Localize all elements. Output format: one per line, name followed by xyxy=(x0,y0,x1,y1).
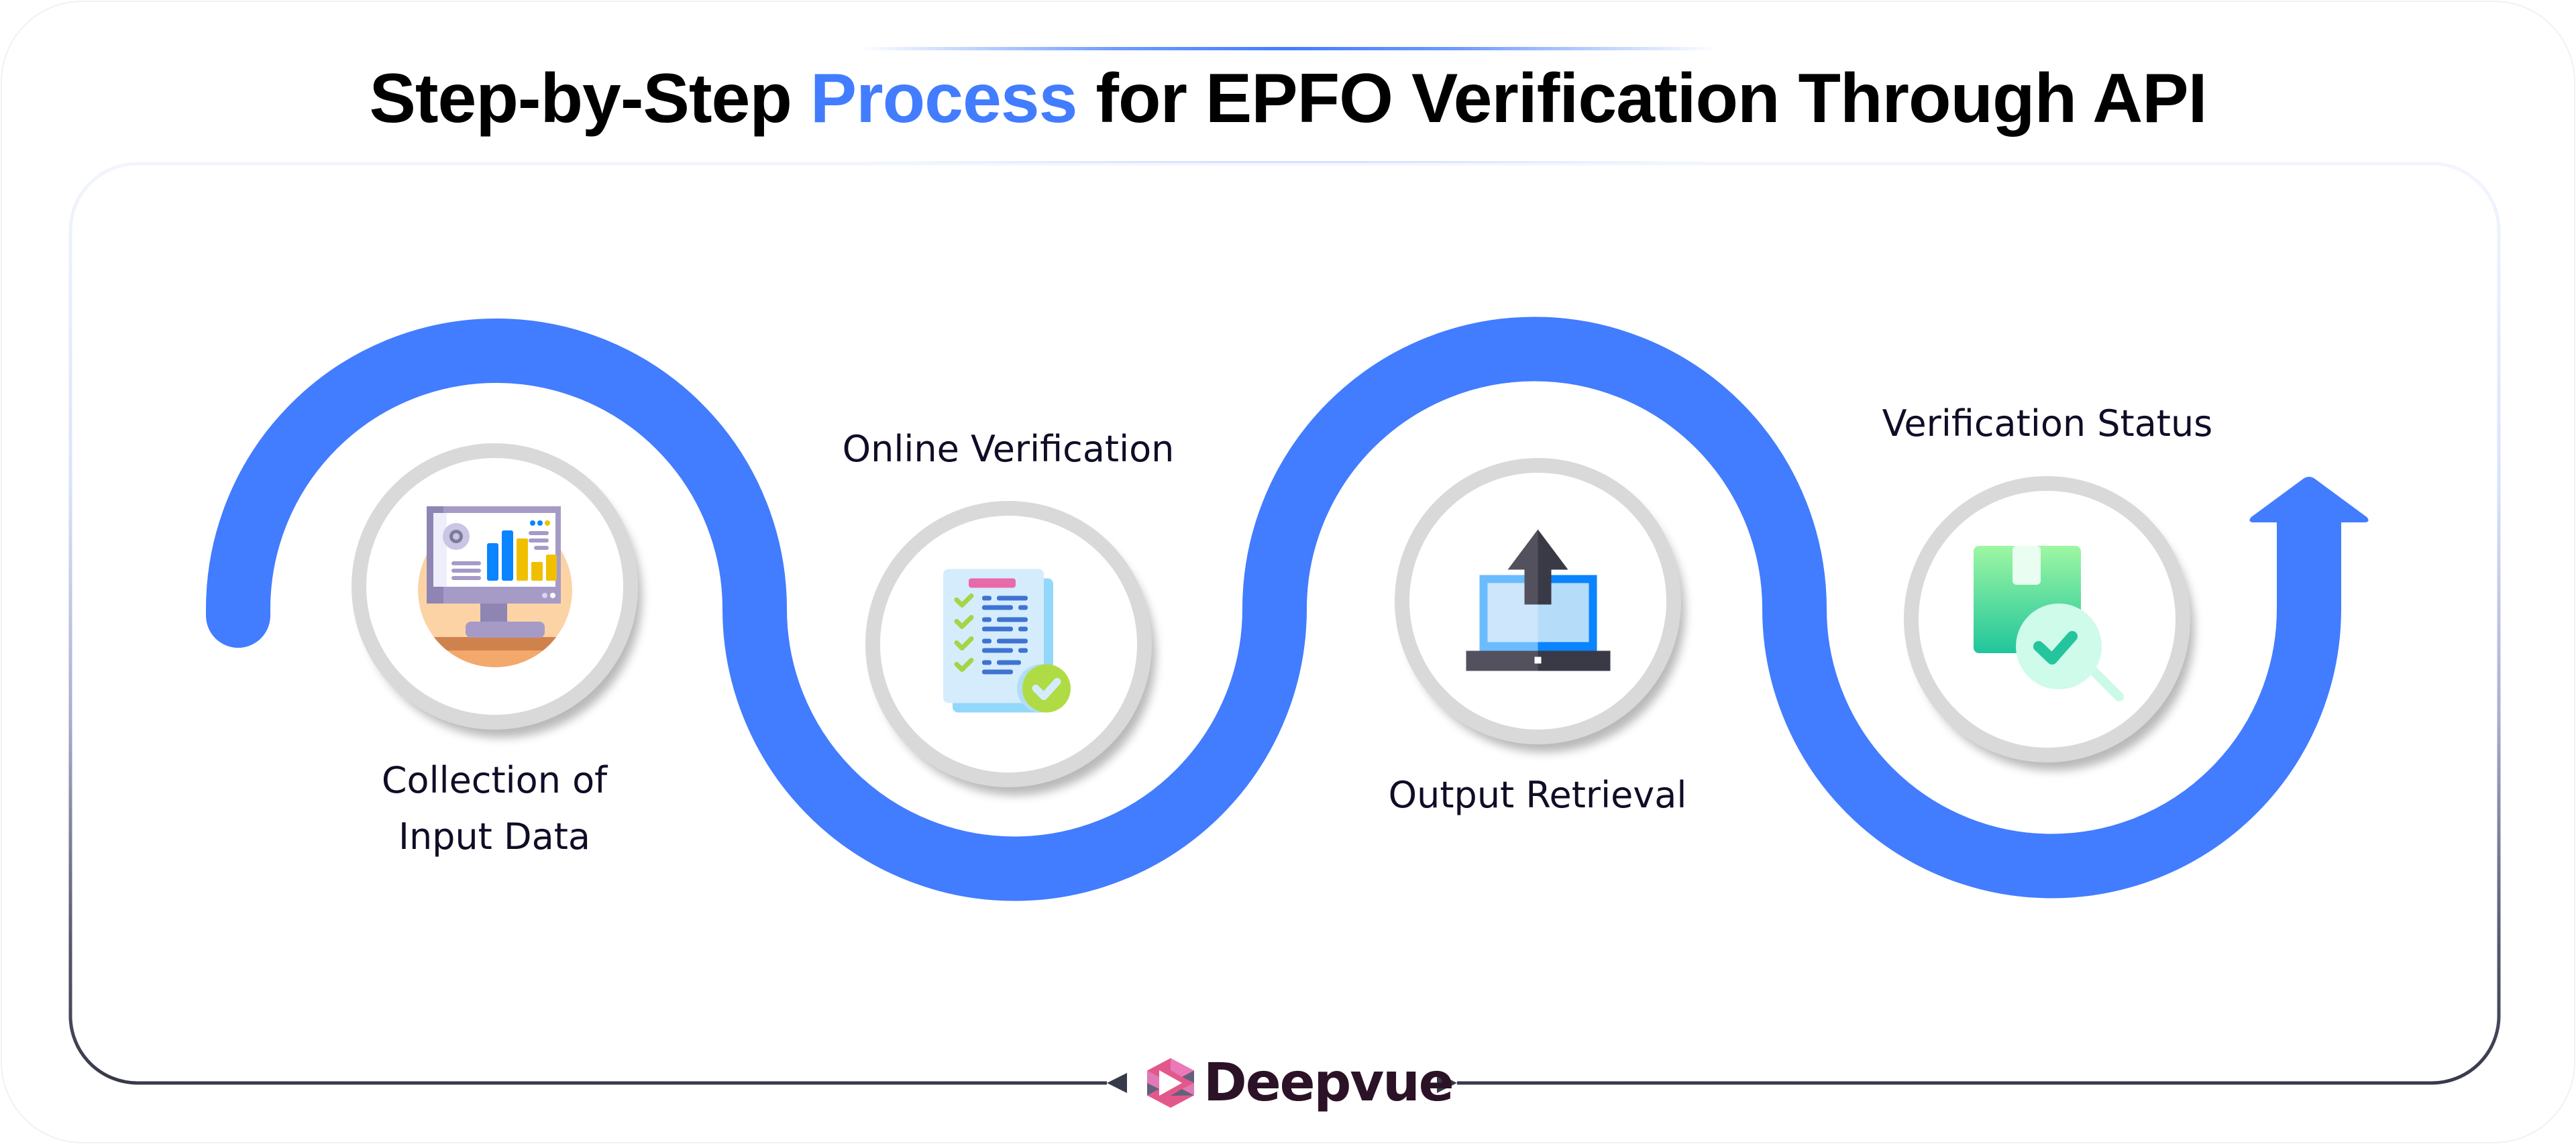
step-2-circle xyxy=(865,501,1152,787)
deepvue-hexagon-logo-icon xyxy=(1147,1058,1194,1108)
step-1-label-line-2: Input Data xyxy=(398,815,590,858)
package-search-check-icon xyxy=(1973,545,2124,701)
brand-logo: Deepvue xyxy=(1147,1053,1454,1113)
container-border xyxy=(68,162,2501,1085)
title-accent: Process xyxy=(810,60,1078,137)
brand-name: Deepvue xyxy=(1203,1053,1454,1113)
checklist-document-icon xyxy=(943,569,1071,712)
step-3-circle xyxy=(1395,458,1681,744)
step-2-label-line-1: Online Verification xyxy=(842,428,1175,470)
title-top-rule xyxy=(859,47,1717,50)
left-pointer-icon xyxy=(1107,1073,1127,1093)
step-3-label-line-1: Output Retrieval xyxy=(1388,774,1687,816)
title-suffix: for EPFO Verification Through API xyxy=(1077,60,2207,137)
process-wave xyxy=(206,317,2341,901)
step-1-label: Collection of Input Data xyxy=(360,752,629,865)
step-2-label: Online Verification xyxy=(807,421,1210,477)
right-pointer-icon xyxy=(1437,1073,1457,1093)
step-4-label-line-1: Verification Status xyxy=(1882,402,2213,445)
step-4-circle xyxy=(1904,476,2190,762)
page-title: Step-by-Step Process for EPFO Verificati… xyxy=(0,59,2576,139)
step-1-circle xyxy=(352,443,638,730)
laptop-upload-icon xyxy=(1466,529,1610,671)
monitor-chart-icon xyxy=(417,506,572,667)
step-1-label-line-1: Collection of xyxy=(381,759,608,801)
arrowhead-icon xyxy=(2249,477,2369,522)
step-3-label: Output Retrieval xyxy=(1336,767,1739,823)
title-prefix: Step-by-Step xyxy=(369,60,810,137)
step-4-label: Verification Status xyxy=(1846,396,2249,452)
